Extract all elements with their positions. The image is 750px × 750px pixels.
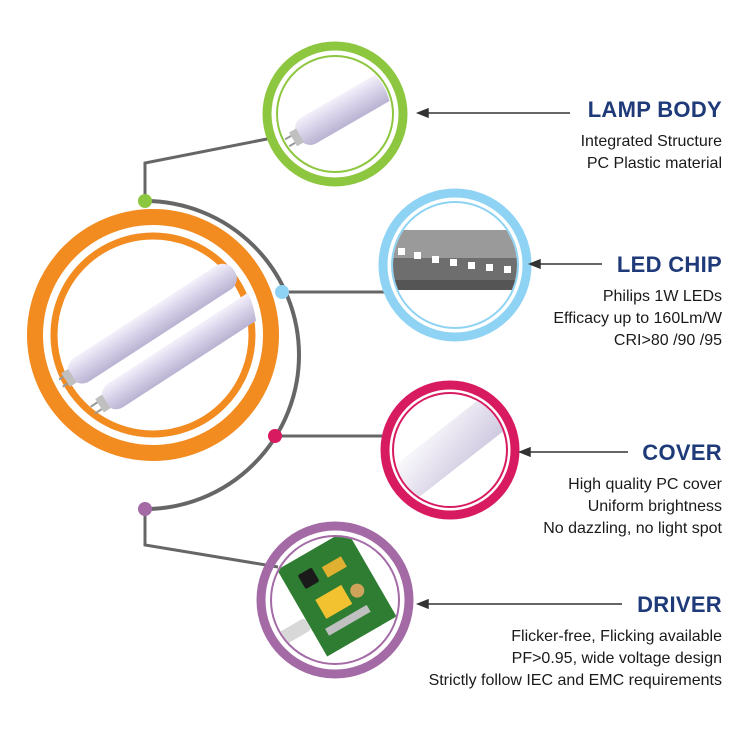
lamp-body-circle [262, 41, 408, 187]
driver-section: DRIVER Flicker-free, Flicking available … [429, 592, 722, 692]
lamp-body-line: Integrated Structure [580, 133, 722, 150]
led-chip-line: Efficacy up to 160Lm/W [553, 310, 722, 327]
lamp-body-line: PC Plastic material [586, 155, 722, 172]
led-tube-pair-icon [56, 263, 257, 415]
connector-dot-lamp [138, 194, 152, 208]
driver-board-icon [272, 537, 397, 657]
led-tube-end-icon [283, 67, 391, 148]
cover-line: No dazzling, no light spot [543, 520, 722, 537]
arrow-driver [415, 598, 622, 610]
led-chip-line: CRI>80 /90 /95 [613, 332, 722, 349]
arrow-lamp-body [415, 107, 570, 119]
led-chip-strip-icon [393, 230, 517, 290]
driver-line: Flicker-free, Flicking available [511, 628, 722, 645]
led-chip-line: Philips 1W LEDs [602, 288, 722, 305]
cover-line: High quality PC cover [568, 476, 722, 493]
pc-cover-icon [394, 394, 506, 506]
cover-line: Uniform brightness [587, 498, 722, 515]
arrow-cover [517, 446, 628, 458]
connector-dot-cover [268, 429, 282, 443]
led-chip-section: LED CHIP Philips 1W LEDs Efficacy up to … [553, 252, 722, 352]
cover-section: COVER High quality PC cover Uniform brig… [543, 440, 722, 540]
lamp-body-heading: LAMP BODY [587, 97, 722, 122]
driver-line: Strictly follow IEC and EMC requirements [428, 672, 722, 689]
led-chip-heading: LED CHIP [616, 252, 722, 277]
connector-arc [144, 199, 301, 511]
led-chip-circle [378, 188, 532, 342]
connector-driver [143, 509, 279, 569]
connector-dot-driver [138, 502, 152, 516]
main-product-circle [27, 209, 279, 461]
driver-circle [256, 521, 414, 679]
connector-dot-led [275, 285, 289, 299]
cover-heading: COVER [642, 440, 722, 465]
lamp-body-section: LAMP BODY Integrated Structure PC Plasti… [581, 97, 722, 175]
cover-circle [380, 380, 520, 520]
driver-line: PF>0.95, wide voltage design [511, 650, 722, 667]
driver-heading: DRIVER [637, 592, 722, 617]
connector-lamp-body [143, 136, 273, 201]
arrow-led-chip [527, 258, 602, 270]
